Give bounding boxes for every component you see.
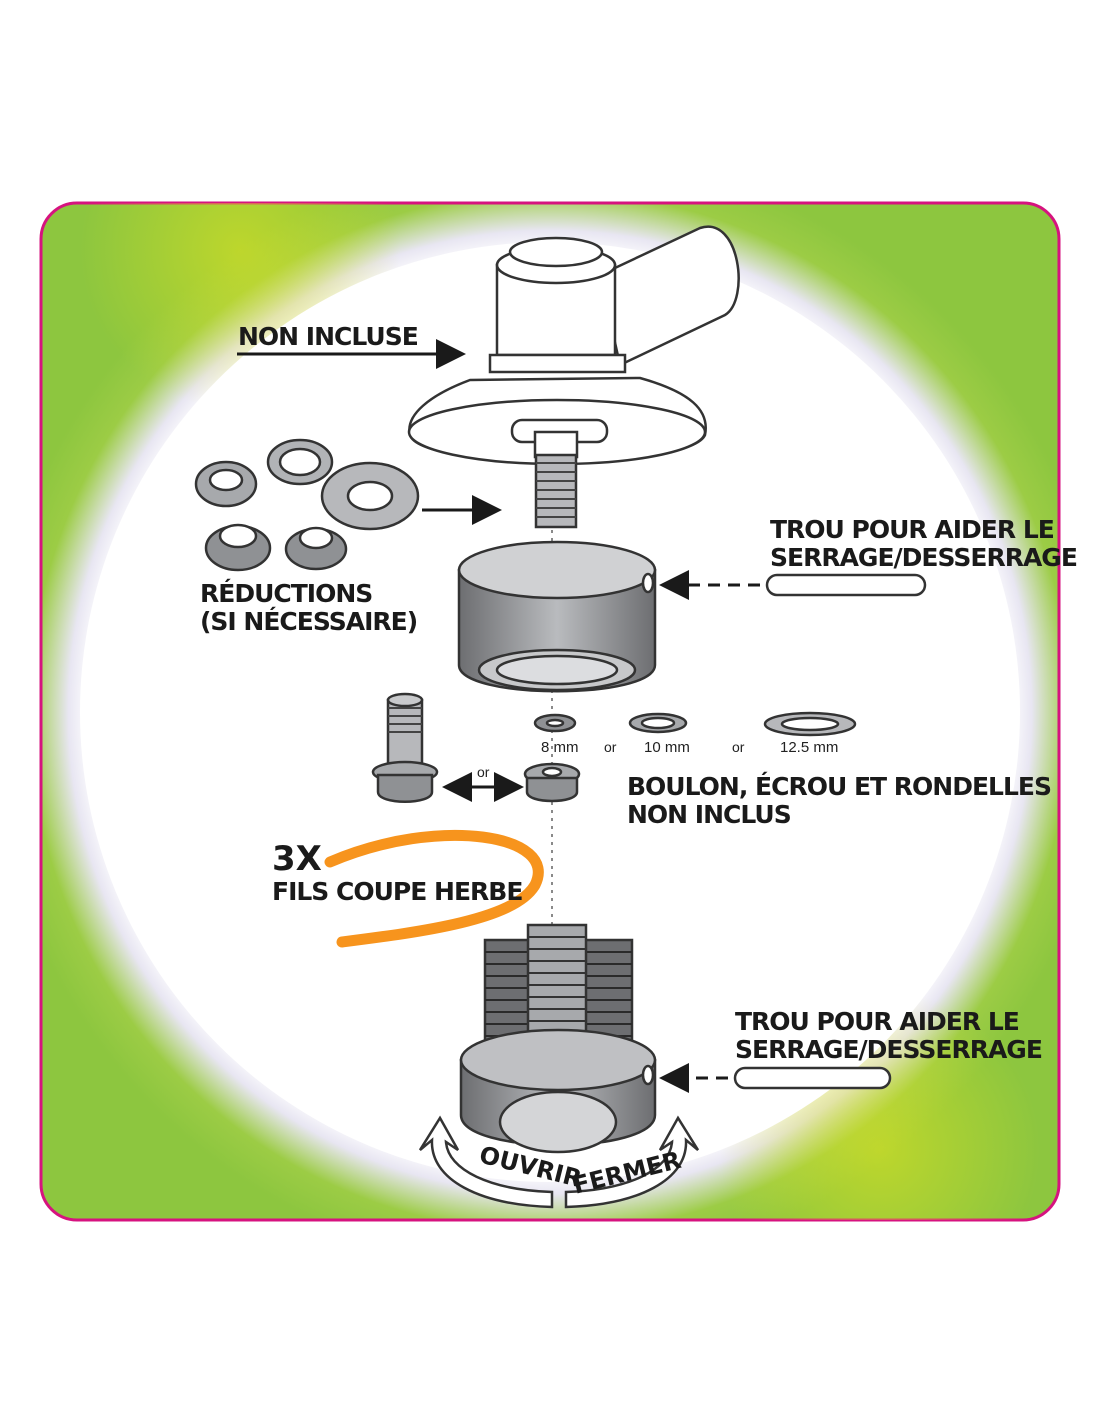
- or-label-2: or: [732, 739, 745, 755]
- non-incluse-label: NON INCLUSE: [238, 322, 418, 351]
- trimmer-head-icon: [407, 225, 740, 529]
- washer-10mm-label: 10 mm: [644, 739, 690, 756]
- upper-pin-icon: [659, 570, 927, 600]
- washer-8mm-label: 8 mm: [541, 739, 579, 756]
- trou-bottom-label-line1: TROU POUR AIDER LE: [735, 1007, 1019, 1036]
- washer-125mm-label: 12.5 mm: [780, 739, 838, 756]
- reductions-label-line2: (SI NÉCESSAIRE): [200, 607, 417, 636]
- trou-top-label-line1: TROU POUR AIDER LE: [770, 515, 1054, 544]
- reductions-label-line1: RÉDUCTIONS: [200, 579, 372, 608]
- bolt-icon: [371, 692, 439, 803]
- lower-pin-icon: [659, 1063, 892, 1093]
- washers-icon: [533, 711, 857, 737]
- upper-hub-icon: [457, 540, 657, 693]
- trou-bottom-label-line2: SERRAGE/DESSERRAGE: [735, 1035, 1042, 1064]
- background-frame: [39, 201, 1061, 1222]
- lower-spool-icon: [459, 923, 657, 1154]
- boulon-label-line1: BOULON, ÉCROU ET RONDELLES: [627, 772, 1051, 801]
- rotation-arrows-icon: [418, 1115, 700, 1209]
- boulon-label-line2: NON INCLUS: [627, 800, 791, 829]
- or-bolt-label: or: [477, 764, 490, 780]
- trimmer-line-icon: [324, 829, 544, 948]
- reduction-rings-icon: [194, 438, 420, 572]
- fils-label: FILS COUPE HERBE: [272, 877, 522, 906]
- trou-top-label-line2: SERRAGE/DESSERRAGE: [770, 543, 1077, 572]
- nut-icon: [523, 762, 581, 803]
- quantity-label: 3X: [272, 839, 322, 879]
- or-label-1: or: [604, 739, 617, 755]
